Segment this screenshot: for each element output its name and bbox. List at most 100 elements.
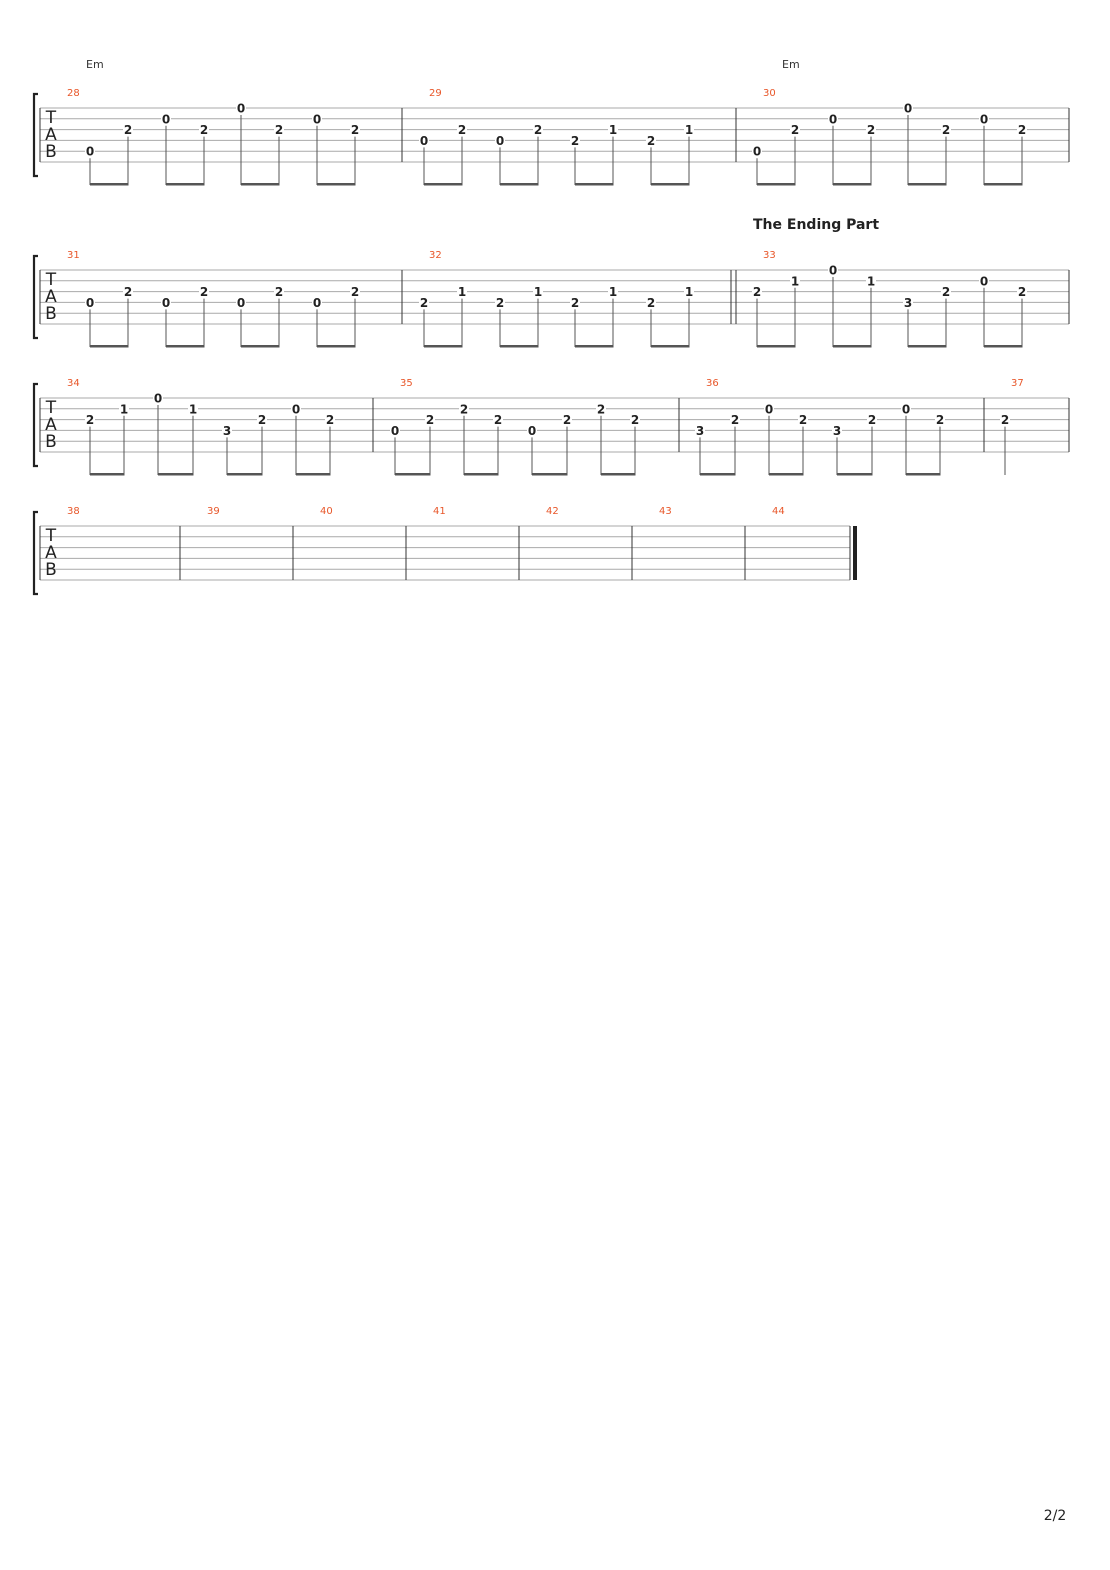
fret-number-bg [85, 295, 95, 309]
fret-number-bg [941, 122, 951, 136]
fret-number-bg [790, 273, 800, 287]
fret-number-bg [764, 401, 774, 415]
note-beam [601, 473, 636, 476]
note-beam [532, 473, 568, 476]
fret-number-bg [419, 133, 429, 147]
tab-clef-letter: B [45, 304, 57, 324]
fret-number-bg [495, 133, 505, 147]
fret-number-bg [790, 122, 800, 136]
fret-number: 0 [162, 112, 170, 126]
fret-number: 3 [833, 424, 841, 438]
fret-number-bg [419, 295, 429, 309]
note-beam [575, 345, 614, 348]
fret-number: 0 [86, 145, 94, 159]
fret-number: 2 [563, 413, 571, 427]
fret-number: 0 [904, 102, 912, 116]
fret-number-bg [562, 412, 572, 426]
note-beam [166, 183, 205, 186]
fret-number-bg [646, 295, 656, 309]
note-beam [984, 345, 1023, 348]
fret-number: 2 [571, 134, 579, 148]
fret-number: 2 [124, 285, 132, 299]
fret-number-bg [459, 401, 469, 415]
note-beam [757, 183, 796, 186]
fret-number: 1 [458, 285, 466, 299]
note-beam [296, 473, 331, 476]
fret-number-bg [695, 423, 705, 437]
note-beam [90, 345, 129, 348]
fret-number: 2 [275, 285, 283, 299]
fret-number-bg [866, 122, 876, 136]
tab-clef-letter: A [45, 415, 57, 435]
measure-number: 35 [400, 378, 413, 389]
measure-number: 41 [433, 506, 446, 517]
fret-number-bg [828, 111, 838, 125]
fret-number-bg [608, 122, 618, 136]
fret-number: 2 [200, 285, 208, 299]
fret-number: 0 [86, 296, 94, 310]
tab-clef-letter: A [45, 287, 57, 307]
note-beam [757, 345, 796, 348]
fret-number: 0 [765, 402, 773, 416]
fret-number-bg [533, 122, 543, 136]
fret-number: 1 [609, 285, 617, 299]
note-beam [769, 473, 804, 476]
measure-number: 42 [546, 506, 559, 517]
note-beam [908, 345, 947, 348]
fret-number: 2 [458, 123, 466, 137]
fret-number: 3 [696, 424, 704, 438]
measure-number: 33 [763, 250, 776, 261]
fret-number-bg [979, 111, 989, 125]
fret-number: 0 [237, 296, 245, 310]
fret-number: 1 [120, 402, 128, 416]
fret-number-bg [646, 133, 656, 147]
fret-number: 2 [647, 134, 655, 148]
fret-number-bg [752, 144, 762, 158]
note-beam [395, 473, 431, 476]
note-beam [651, 183, 690, 186]
fret-number: 2 [799, 413, 807, 427]
measure-number: 32 [429, 250, 442, 261]
fret-number: 2 [597, 402, 605, 416]
fret-number: 0 [496, 134, 504, 148]
note-beam [984, 183, 1023, 186]
fret-number: 2 [1018, 285, 1026, 299]
fret-number-bg [1000, 412, 1010, 426]
fret-number-bg [630, 412, 640, 426]
note-beam [906, 473, 941, 476]
fret-number: 2 [631, 413, 639, 427]
measure-number: 30 [763, 88, 776, 99]
note-beam [575, 183, 614, 186]
fret-number: 0 [292, 402, 300, 416]
measure-number: 29 [429, 88, 442, 99]
measure-number: 31 [67, 250, 80, 261]
fret-number-bg [570, 133, 580, 147]
fret-number: 1 [685, 123, 693, 137]
fret-number: 2 [86, 413, 94, 427]
tab-clef-letter: A [45, 543, 57, 563]
fret-number: 2 [351, 123, 359, 137]
fret-number-bg [596, 401, 606, 415]
fret-number: 2 [753, 285, 761, 299]
fret-number-bg [979, 273, 989, 287]
fret-number-bg [867, 412, 877, 426]
fret-number-bg [291, 401, 301, 415]
fret-number-bg [608, 284, 618, 298]
fret-number-bg [533, 284, 543, 298]
fret-number-bg [935, 412, 945, 426]
tab-clef-letter: B [45, 560, 57, 580]
fret-number: 1 [791, 274, 799, 288]
fret-number-bg [350, 122, 360, 136]
note-beam [464, 473, 499, 476]
fret-number-bg [1017, 284, 1027, 298]
fret-number: 2 [351, 285, 359, 299]
fret-number: 2 [571, 296, 579, 310]
measure-number: 28 [67, 88, 80, 99]
fret-number: 0 [829, 264, 837, 278]
fret-number: 2 [1001, 413, 1009, 427]
tab-clef-letter: T [45, 398, 57, 418]
fret-number: 0 [313, 296, 321, 310]
note-beam [241, 345, 280, 348]
fret-number: 2 [1018, 123, 1026, 137]
fret-number: 0 [829, 112, 837, 126]
